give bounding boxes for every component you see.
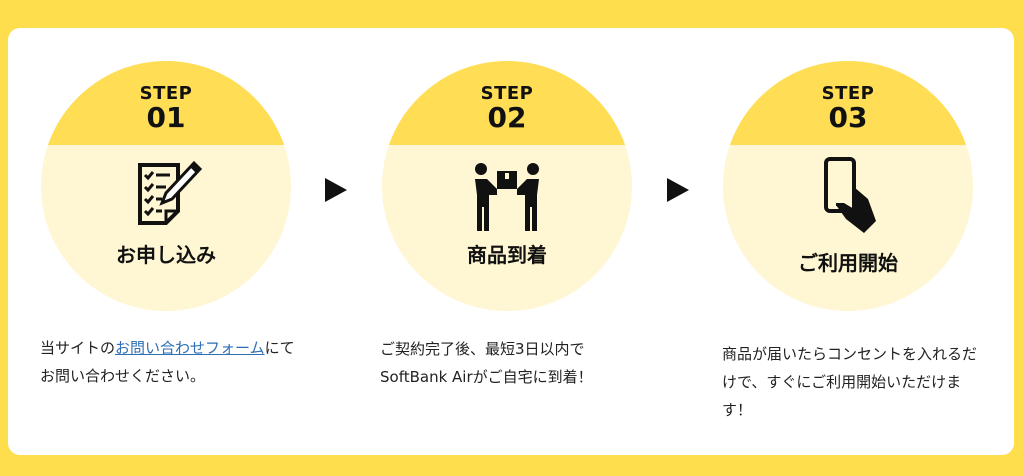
desc-text: お問い合わせください。 <box>40 367 206 385</box>
step-1-description: 当サイトのお問い合わせフォームにて お問い合わせください。 <box>40 334 295 390</box>
desc-text: す！ <box>722 401 753 419</box>
step-number: 01 <box>146 101 186 134</box>
step-number: 02 <box>487 101 527 134</box>
desc-text: にて <box>264 339 295 357</box>
step-2-description: ご契約完了後、最短3日以内で SoftBank Airがご自宅に到着！ <box>380 335 593 391</box>
desc-text: SoftBank Airがご自宅に到着！ <box>380 368 593 386</box>
step-3-circle: STEP 03 ご利用開始 <box>723 61 973 311</box>
step-label: STEP <box>821 83 875 104</box>
inquiry-form-link[interactable]: お問い合わせフォーム <box>115 339 265 357</box>
desc-text: 商品が届いたらコンセントを入れるだ <box>722 345 978 363</box>
step-label: STEP <box>480 83 534 104</box>
step-band <box>723 61 973 145</box>
arrow-right-icon <box>667 178 689 202</box>
step-title: ご利用開始 <box>798 251 898 275</box>
step-1-circle: STEP 01 お申し込み <box>41 61 291 311</box>
step-2-circle: STEP 02 商品到着 <box>382 61 632 311</box>
arrow-right-icon <box>325 178 347 202</box>
desc-text: 当サイトの <box>40 339 116 357</box>
step-number: 03 <box>828 101 868 134</box>
step-label: STEP <box>139 83 193 104</box>
step-3-description: 商品が届いたらコンセントを入れるだ けで、すぐにご利用開始いただけま す！ <box>722 340 977 424</box>
step-title: 商品到着 <box>467 243 547 267</box>
package-delivery-icon <box>475 163 539 231</box>
smartphone-hand-icon <box>824 157 876 233</box>
step-title: お申し込み <box>116 243 216 267</box>
desc-text: ご契約完了後、最短3日以内で <box>380 340 585 358</box>
checklist-pencil-icon <box>138 160 203 225</box>
desc-text: けで、すぐにご利用開始いただけま <box>722 373 962 391</box>
step-band <box>41 61 291 145</box>
step-band <box>382 61 632 145</box>
